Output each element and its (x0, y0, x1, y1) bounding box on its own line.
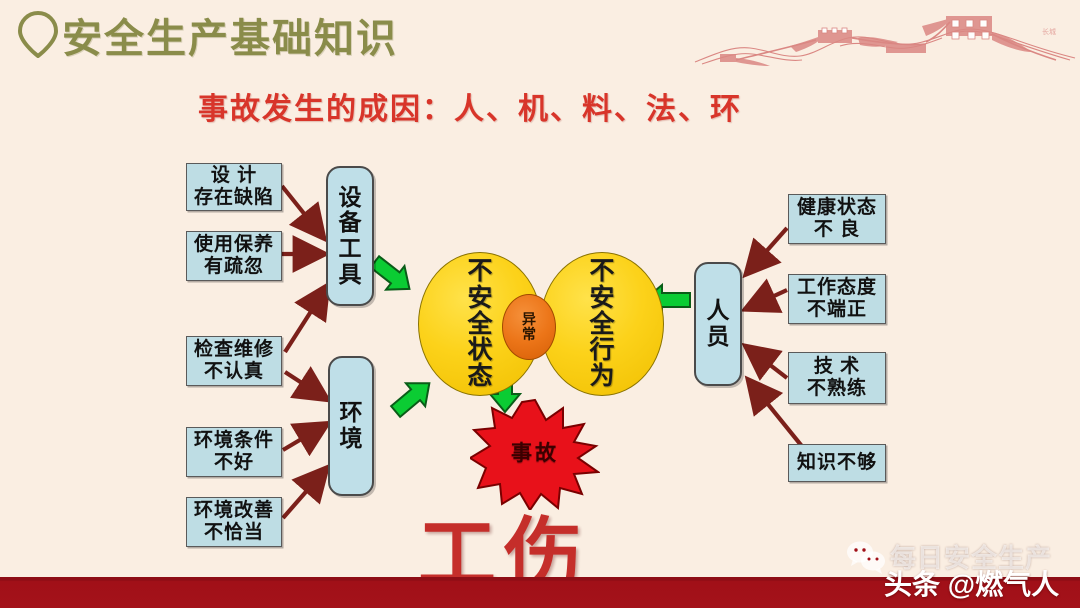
arrow-inspection-to-equipment (283, 280, 331, 354)
circle-unsafe-behavior[interactable]: 不 安 全 行 为 (540, 252, 664, 396)
arrow-environment-to-state (389, 382, 431, 419)
arrow-attitude-to-personnel (740, 278, 788, 313)
arrow-design-to-equipment (280, 184, 328, 243)
circle-char: 全 (589, 309, 615, 338)
pillar-char: 人 (706, 297, 730, 324)
cause-line-1: 健康状态 (796, 196, 877, 218)
circle-char: 不 (589, 257, 615, 286)
cause-line-2: 不认真 (203, 361, 264, 382)
arrow-skill-to-personnel (741, 342, 789, 381)
accident-burst-star[interactable] (470, 398, 600, 510)
cause-line-1: 环境改善 (193, 499, 274, 521)
cause-line-2: 不熟练 (806, 378, 867, 399)
cause-line-1: 检查维修 (193, 338, 274, 360)
pillar-equipment[interactable]: 设 备 工 具 (326, 166, 374, 306)
cause-box-attitude[interactable]: 工作态度 不端正 (788, 274, 886, 324)
pillar-char: 员 (706, 323, 730, 349)
circle-char: 全 (467, 309, 493, 338)
watermark-channel: 每日安全生产 (890, 543, 1053, 573)
pillar-char: 设 (338, 183, 362, 210)
great-wall-illustration: 长城 (694, 16, 1076, 66)
circle-char: 安 (467, 283, 493, 312)
watermark-toutiao: 头条 @燃气人 (884, 569, 1060, 600)
circle-char: 态 (467, 362, 493, 391)
pillar-environment[interactable]: 环 境 (328, 356, 374, 496)
circle-char: 状 (467, 336, 493, 365)
pillar-personnel[interactable]: 人 员 (694, 262, 742, 386)
cause-line-1: 知识不够 (796, 451, 877, 473)
accident-label: 事故 (511, 442, 559, 465)
arrow-inspection-to-environment (283, 366, 333, 403)
pillar-char: 具 (338, 260, 362, 287)
pillar-char: 工 (338, 235, 362, 261)
page-title: 安全生产基础知识 (62, 17, 398, 61)
oval-char: 异 (522, 311, 536, 328)
pillar-char: 境 (339, 425, 363, 451)
bottom-bar (0, 577, 1080, 608)
subtitle: 事故发生的成因：人、机、料、法、环 (198, 93, 742, 126)
oval-abnormal[interactable]: 异 常 (502, 294, 556, 360)
cause-line-2: 不好 (213, 452, 254, 473)
arrow-improve-to-environment (281, 463, 331, 520)
cause-line-1: 环境条件 (193, 429, 274, 451)
svg-text:长城: 长城 (1042, 27, 1056, 36)
pillar-char: 备 (338, 209, 362, 236)
cause-line-1: 设 计 (210, 164, 258, 186)
cause-box-environment-condition[interactable]: 环境条件 不好 (186, 427, 282, 477)
cause-line-2: 不恰当 (203, 522, 264, 543)
cause-box-knowledge[interactable]: 知识不够 (788, 444, 886, 482)
arrow-health-to-personnel (742, 226, 789, 279)
circle-char: 行 (589, 336, 615, 365)
cause-box-skill[interactable]: 技 术 不熟练 (788, 352, 886, 404)
circle-char: 安 (589, 283, 615, 312)
pillar-char: 环 (339, 399, 363, 426)
cause-line-1: 工作态度 (796, 276, 877, 298)
location-pin-icon (17, 10, 59, 58)
circle-char: 不 (467, 257, 493, 286)
cause-line-2: 不端正 (806, 299, 867, 320)
cause-line-2: 存在缺陷 (193, 187, 274, 208)
cause-line-1: 技 术 (813, 355, 861, 377)
cause-line-2: 有疏忽 (203, 256, 264, 277)
wechat-icon (847, 541, 885, 574)
cause-box-health[interactable]: 健康状态 不 良 (788, 194, 886, 244)
cause-box-inspection[interactable]: 检查维修 不认真 (186, 336, 282, 386)
cause-box-maintenance[interactable]: 使用保养 有疏忽 (186, 231, 282, 281)
cause-box-design[interactable]: 设 计 存在缺陷 (186, 163, 282, 211)
cause-line-2: 不 良 (813, 219, 861, 240)
cause-line-1: 使用保养 (193, 233, 274, 255)
arrow-condition-to-environment (281, 420, 333, 457)
circle-char: 为 (589, 362, 615, 391)
cause-box-environment-improve[interactable]: 环境改善 不恰当 (186, 497, 282, 547)
oval-char: 常 (522, 326, 536, 342)
